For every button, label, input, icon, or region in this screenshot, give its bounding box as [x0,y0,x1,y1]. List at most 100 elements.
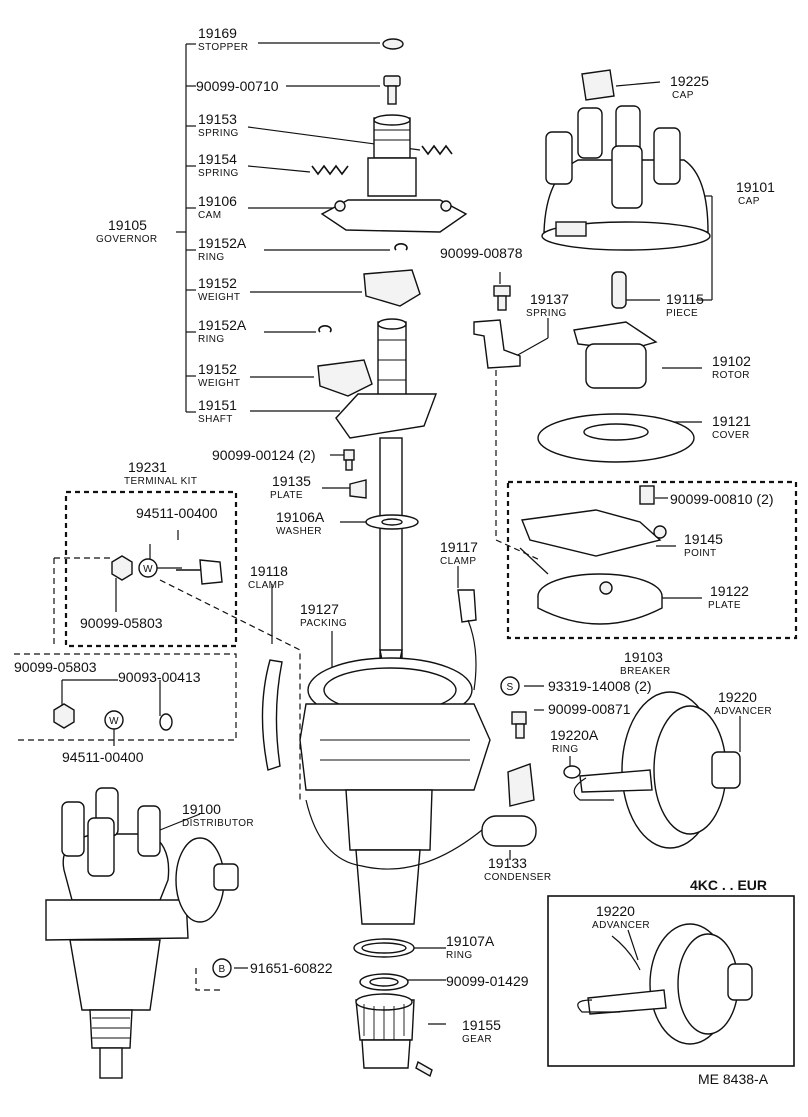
callout-clamp-19118-number: 19118 [250,563,288,579]
callout-shaft-name: SHAFT [198,414,233,425]
svg-text:W: W [109,716,119,727]
callout-cam-number: 19106 [198,193,237,209]
screw-00878-part [493,285,511,311]
spring-19137-part [473,319,521,369]
callout-spring-19153-name: SPRING [198,128,239,139]
callout-condenser-number: 19133 [488,855,527,871]
bolt-part [383,75,401,105]
gear-part [355,993,433,1078]
callout-00871-number: 90099-00871 [548,701,631,717]
callout-packing-name: PACKING [300,618,347,629]
ring-19107a-part [353,938,415,958]
callout-governor-name: GOVERNOR [96,234,158,245]
callout-plate-19135-number: 19135 [272,473,311,489]
plate-19122-part [537,573,663,625]
washer-set-box [14,653,237,741]
callout-advancer-eur-number: 19220 [596,903,635,919]
callout-cap-piece-number: 19225 [670,73,709,89]
callout-plate-19135-name: PLATE [270,490,303,501]
callout-governor-number: 19105 [108,217,147,233]
callout-ring-19107a-name: RING [446,950,473,961]
screw-00871-part [511,711,527,739]
callout-weight-bot-number: 19152 [198,361,237,377]
callout-distributor-name: DISTRIBUTOR [182,818,254,829]
callout-spring-19154-name: SPRING [198,168,239,179]
callout-terminal-kit-name: TERMINAL KIT [124,476,197,487]
callout-washer-number: 19106A [276,509,325,525]
complete-distributor-part [45,787,239,1079]
callout-cover-number: 19121 [712,413,751,429]
variant-label: 4KC . . EUR [690,877,767,893]
callout-plate-19122-name: PLATE [708,600,741,611]
callout-stopper-number: 19169 [198,25,237,41]
advancer-eur-part [577,923,753,1045]
callout-gear-name: GEAR [462,1034,492,1045]
washer-part [365,514,419,530]
condenser-part [305,763,537,870]
callout-advancer-name: ADVANCER [714,706,772,717]
callout-gear-number: 19155 [462,1017,501,1033]
callout-breaker-name: BREAKER [620,666,671,677]
callout-cap-name: CAP [738,196,760,207]
callout-ring-19152a-bot-number: 19152A [198,317,247,333]
callout-screw-00810-number: 90099-00810 (2) [670,491,774,507]
callout-ring-19107a-number: 19107A [446,933,495,949]
small-screw-part [343,449,355,471]
cap-piece-part [581,69,615,101]
callout-terminal-kit-number: 19231 [128,459,167,475]
cover-part [537,413,695,463]
rotor-part [573,321,658,389]
callout-weight-top-name: WEIGHT [198,292,240,303]
callout-point-name: POINT [684,548,717,559]
callout-ring-19152a-bot-name: RING [198,334,225,345]
plate-19135-part [349,479,367,499]
terminal-kit-parts [111,555,223,585]
distributor-cap-part [541,105,711,251]
svg-text:W: W [143,564,153,575]
stopper-part [382,38,404,50]
cam-sleeve-part [367,114,417,197]
callout-breaker-number: 19103 [624,649,663,665]
callout-60822-number: 91651-60822 [250,960,333,976]
callout-14008-number: 93319-14008 (2) [548,678,652,694]
callout-washer-name: WASHER [276,526,322,537]
point-part [519,485,667,575]
ring-parts [318,243,408,333]
weight-parts [317,269,421,397]
marker-w2: W [104,710,124,730]
callout-weight-top-number: 19152 [198,275,237,291]
callout-packing-number: 19127 [300,601,339,617]
callout-ring-19152a-top-number: 19152A [198,235,247,251]
callout-ring-19220a-number: 19220A [550,727,599,743]
callout-piece-number: 19115 [666,291,704,307]
callout-00413-number: 90093-00413 [118,669,201,685]
svg-text:B: B [218,964,225,975]
callout-05803-top-number: 90099-05803 [80,615,163,631]
governor-bracket [176,43,196,413]
callout-advancer-eur-name: ADVANCER [592,920,650,931]
housing-part [299,657,491,925]
callout-clamp-19117-name: CLAMP [440,556,476,567]
callout-clamp-19117-number: 19117 [440,539,478,555]
callout-spring-19137-name: SPRING [526,308,567,319]
piece-19115-part [611,271,627,309]
spring-parts [311,144,453,176]
callout-01429-number: 90099-01429 [446,973,529,989]
eur-variant-box [547,895,795,1067]
callout-ring-19152a-top-name: RING [198,252,225,263]
callout-rotor-name: ROTOR [712,370,750,381]
callout-cam-name: CAM [198,210,221,221]
callout-condenser-name: CONDENSER [484,872,552,883]
callout-ring-19220a-name: RING [552,744,579,755]
callout-labels: 19169 STOPPER 90099-00710 19153 SPRING 1… [14,25,775,1045]
callout-distributor-number: 19100 [182,801,221,817]
leader-lines [61,42,741,1025]
callout-screw-00124-number: 90099-00124 (2) [212,447,316,463]
callout-plate-19122-number: 19122 [710,583,749,599]
cam-plate-part [320,199,468,233]
callout-clamp-19118-name: CLAMP [248,580,284,591]
callout-cap-piece-name: CAP [672,90,694,101]
terminal-kit-box [53,490,301,800]
svg-text:S: S [506,682,513,693]
